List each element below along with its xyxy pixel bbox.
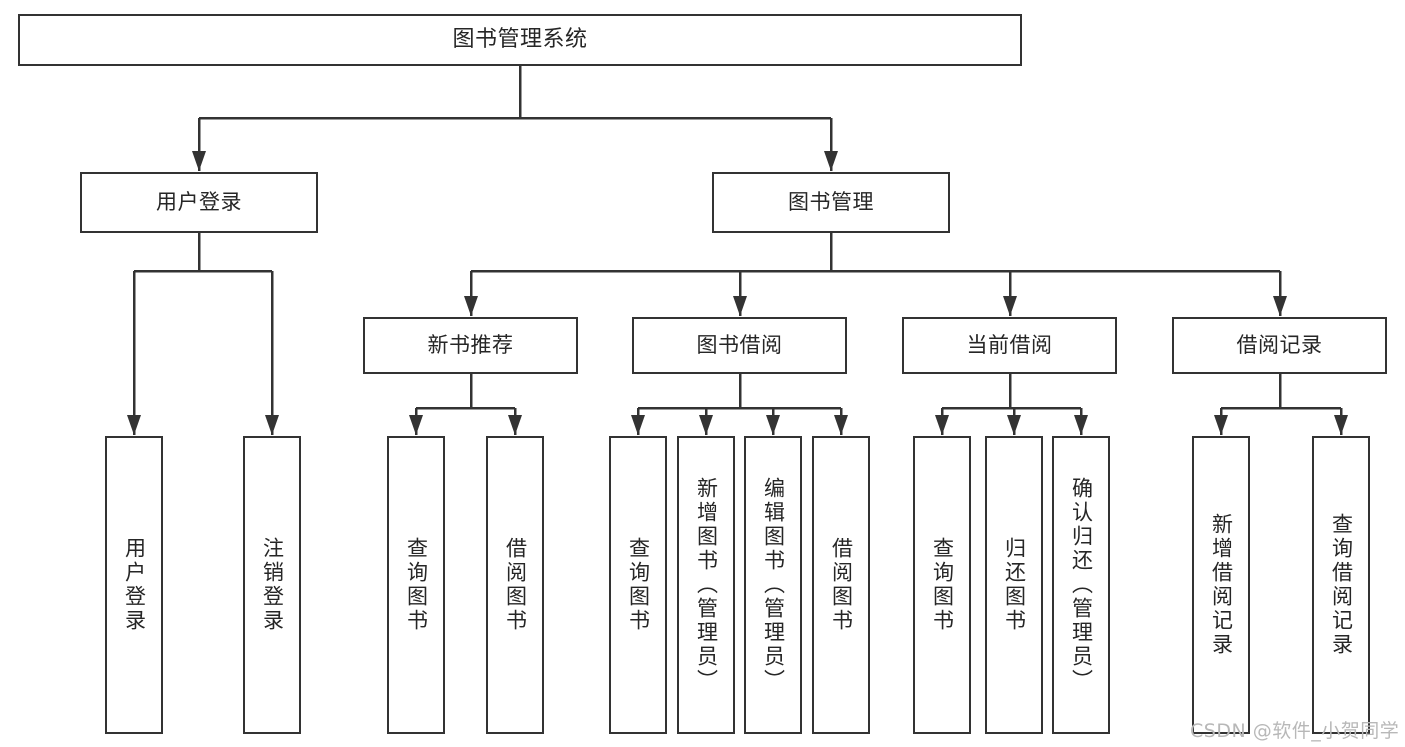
- node-label-borrow-record: 借阅记录: [1236, 332, 1323, 357]
- arrowhead-leaf-add-rec: [1214, 415, 1228, 435]
- arrowhead-leaf-query-3: [935, 415, 949, 435]
- arrowhead-leaf-add-book: [699, 415, 713, 435]
- node-leaf-query-1[interactable]: 查询图书: [387, 436, 445, 734]
- node-label-current-borrow: 当前借阅: [966, 332, 1053, 357]
- arrowhead-leaf-confirm: [1074, 415, 1088, 435]
- node-label-leaf-return: 归还图书: [1002, 537, 1027, 633]
- arrowhead-user-login: [192, 151, 206, 171]
- arrowhead-leaf-borrow-2: [834, 415, 848, 435]
- arrowhead-new-book-rec: [464, 296, 478, 316]
- csdn-watermark: CSDN @软件_小贺同学: [1190, 720, 1400, 742]
- node-borrow-record[interactable]: 借阅记录: [1172, 317, 1387, 374]
- arrowhead-leaf-query-rec: [1334, 415, 1348, 435]
- arrowhead-leaf-query-2: [631, 415, 645, 435]
- node-label-user-login: 用户登录: [156, 189, 242, 214]
- arrowhead-leaf-user-login: [127, 415, 141, 435]
- node-label-leaf-borrow-2: 借阅图书: [829, 537, 854, 633]
- node-leaf-confirm[interactable]: 确认归还（管理员）: [1052, 436, 1110, 734]
- node-leaf-query-rec[interactable]: 查询借阅记录: [1312, 436, 1370, 734]
- node-leaf-user-login[interactable]: 用户登录: [105, 436, 163, 734]
- node-label-leaf-edit-book: 编辑图书（管理员）: [761, 477, 786, 693]
- arrowhead-leaf-logout: [265, 415, 279, 435]
- node-leaf-return[interactable]: 归还图书: [985, 436, 1043, 734]
- node-label-leaf-query-rec: 查询借阅记录: [1329, 513, 1354, 657]
- arrowhead-book-borrow: [733, 296, 747, 316]
- arrowhead-leaf-borrow-1: [508, 415, 522, 435]
- node-label-book-manage: 图书管理: [788, 189, 874, 214]
- node-new-book-rec[interactable]: 新书推荐: [363, 317, 578, 374]
- node-label-leaf-add-rec: 新增借阅记录: [1209, 513, 1234, 657]
- node-label-leaf-logout: 注销登录: [260, 537, 285, 633]
- node-label-book-borrow: 图书借阅: [696, 332, 783, 357]
- node-current-borrow[interactable]: 当前借阅: [902, 317, 1117, 374]
- node-label-leaf-query-3: 查询图书: [930, 537, 955, 633]
- arrowhead-book-manage: [824, 151, 838, 171]
- node-label-leaf-query-1: 查询图书: [404, 537, 429, 633]
- arrowhead-borrow-record: [1273, 296, 1287, 316]
- node-leaf-add-rec[interactable]: 新增借阅记录: [1192, 436, 1250, 734]
- node-label-leaf-user-login: 用户登录: [122, 537, 147, 633]
- arrowhead-leaf-return: [1007, 415, 1021, 435]
- node-leaf-query-2[interactable]: 查询图书: [609, 436, 667, 734]
- node-leaf-add-book[interactable]: 新增图书（管理员）: [677, 436, 735, 734]
- node-leaf-logout[interactable]: 注销登录: [243, 436, 301, 734]
- node-leaf-query-3[interactable]: 查询图书: [913, 436, 971, 734]
- node-label-leaf-confirm: 确认归还（管理员）: [1069, 477, 1094, 693]
- arrowhead-leaf-query-1: [409, 415, 423, 435]
- node-root[interactable]: 图书管理系统: [18, 14, 1022, 66]
- node-book-borrow[interactable]: 图书借阅: [632, 317, 847, 374]
- node-label-leaf-add-book: 新增图书（管理员）: [694, 477, 719, 693]
- node-label-root: 图书管理系统: [452, 26, 588, 52]
- arrowhead-leaf-edit-book: [766, 415, 780, 435]
- node-leaf-borrow-1[interactable]: 借阅图书: [486, 436, 544, 734]
- node-user-login[interactable]: 用户登录: [80, 172, 318, 233]
- arrowhead-current-borrow: [1003, 296, 1017, 316]
- node-leaf-edit-book[interactable]: 编辑图书（管理员）: [744, 436, 802, 734]
- node-label-new-book-rec: 新书推荐: [427, 332, 514, 357]
- node-leaf-borrow-2[interactable]: 借阅图书: [812, 436, 870, 734]
- node-label-leaf-borrow-1: 借阅图书: [503, 537, 528, 633]
- node-book-manage[interactable]: 图书管理: [712, 172, 950, 233]
- node-label-leaf-query-2: 查询图书: [626, 537, 651, 633]
